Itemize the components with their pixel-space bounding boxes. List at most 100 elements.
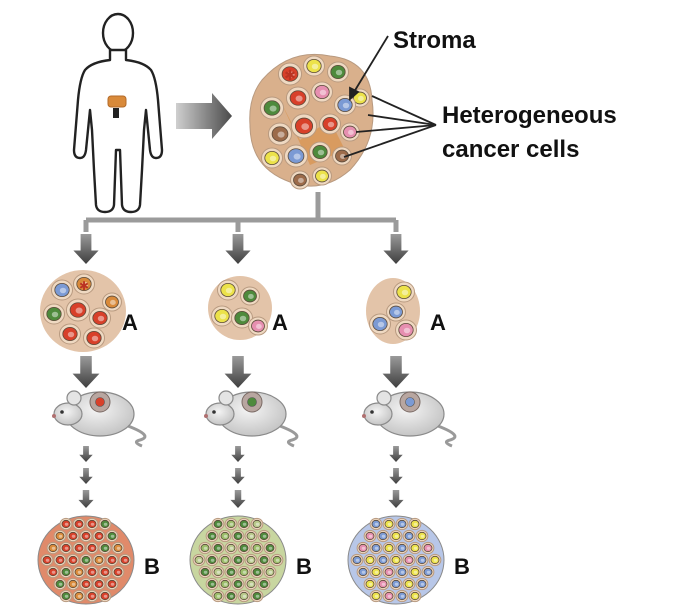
down-arrow-icon [382,356,410,388]
branch-2: AB [189,234,312,605]
cancer-cell [319,113,341,135]
tumor-cell [421,541,435,555]
tumor-cell [66,553,80,567]
cancer-cell [43,303,65,325]
tumor-cell [218,577,232,591]
tumor-cell [72,517,86,531]
tumor-cell [72,565,86,579]
tumor-cell [98,565,112,579]
tumor-cell [79,529,93,543]
down-arrow-icon [389,468,403,484]
result-label: B [144,554,160,579]
cancer-cell [240,286,260,306]
tumor-cell [218,529,232,543]
tumor-cell [250,541,264,555]
tumor-cell [356,565,370,579]
cancer-cell [395,319,417,341]
tumor-cell [382,541,396,555]
tumor-cell [66,577,80,591]
tumor-cell [66,529,80,543]
tumor-cell [231,577,245,591]
cancer-cell [386,302,406,322]
tumor-cell [59,565,73,579]
tumor-cell [257,553,271,567]
tumor-cell [376,553,390,567]
tumor-cell [72,589,86,603]
tumor-cell [85,541,99,555]
tumor-cell [218,553,232,567]
tumor-cell [205,577,219,591]
tumor-cell [98,541,112,555]
tumor-cell [369,589,383,603]
cancer-cell [334,94,356,116]
tumor-cell [250,517,264,531]
cancer-cell [73,273,95,295]
cancer-cell [248,316,268,336]
cancer-cell [59,323,81,345]
tumor-cell [263,565,277,579]
cancer-cell [217,279,239,301]
tumor-cell [376,577,390,591]
tumor-cell [237,541,251,555]
tumor-cell [105,529,119,543]
tumor-cell [408,589,422,603]
cancer-cell [290,113,318,139]
cancer-cell-pointers [343,95,437,158]
tumor-cell [408,517,422,531]
down-arrow-icon [383,234,409,264]
tumor-cell [211,589,225,603]
subpopulation-cluster [208,276,272,340]
cancer-cell [290,170,310,190]
tumor-cell [224,517,238,531]
tumor-cell [72,541,86,555]
tumor-cell [40,553,54,567]
tumor-cell [382,565,396,579]
tumor-cell [211,517,225,531]
cancer-cell [332,146,352,166]
cancer-cell [393,281,415,303]
tumor-cell [85,517,99,531]
tumor-cell [53,529,67,543]
result-label: B [296,554,312,579]
tumor-cell [395,541,409,555]
tumor-cell [224,541,238,555]
tumor-site-mark [107,95,127,118]
tumor-cell [224,589,238,603]
tumor-cell [415,577,429,591]
tumor-cell [363,529,377,543]
cancer-cell [277,62,303,86]
tumor-cell [224,565,238,579]
tumor-cell [363,577,377,591]
cancer-cell [303,55,325,77]
tumor-cell [250,565,264,579]
tumor-cell [402,577,416,591]
tumor-cell [85,589,99,603]
down-arrow-icon [231,446,245,462]
down-arrow-icon [231,468,245,484]
tumor-cell [369,565,383,579]
tumor-cell [46,565,60,579]
mouse-icon [362,390,457,448]
star-cell-icon: ✱ [284,67,296,83]
tumor-cell [350,553,364,567]
tumor-cell [237,589,251,603]
tumor-cell [382,517,396,531]
tumor-cell [250,589,264,603]
heterogeneous-label-line2: cancer cells [442,136,579,163]
cancer-cell [283,144,309,168]
tumor-cell [111,541,125,555]
tumor-cell [231,529,245,543]
cancer-cell [89,307,111,329]
tumor-cell [263,541,277,555]
tumor-cell [402,529,416,543]
mouse-icon [204,390,299,448]
cancer-cell [311,81,333,103]
subpopulation-label: A [430,310,446,335]
branch-connector [83,192,399,232]
tumor-cell [395,565,409,579]
resulting-tumor [347,515,445,605]
tumor-cell [237,565,251,579]
tumor-cell [118,553,132,567]
branch-1: ✱AB [37,234,160,605]
down-arrow-icon [79,446,93,462]
